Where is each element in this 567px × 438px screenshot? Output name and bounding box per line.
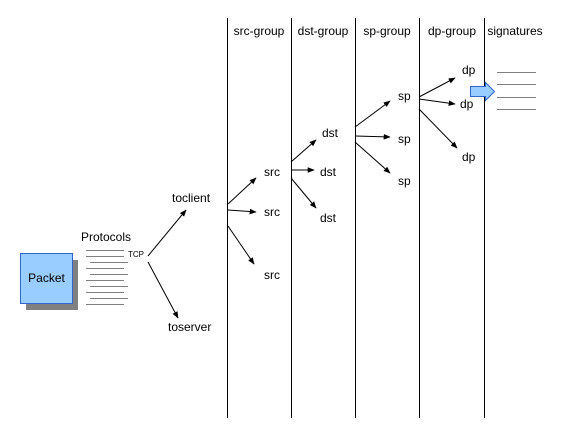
column-header-dp-group: dp-group bbox=[428, 24, 476, 38]
signature-match-arrow-icon bbox=[470, 81, 496, 102]
src-node: src bbox=[264, 205, 280, 219]
direction-arrows bbox=[147, 209, 187, 319]
packet-box: Packet bbox=[20, 253, 78, 310]
dst-arrows bbox=[290, 139, 317, 209]
toserver-label: toserver bbox=[168, 320, 211, 334]
sp-node: sp bbox=[398, 174, 411, 188]
dst-nodes: dst dst dst bbox=[320, 126, 339, 225]
arrow-tcp-to-toserver bbox=[147, 261, 179, 319]
toclient-label: toclient bbox=[172, 191, 211, 205]
dp-arrows bbox=[418, 77, 458, 149]
sp-node: sp bbox=[398, 132, 411, 146]
arrow-to-sp-2 bbox=[354, 134, 391, 140]
column-header-sp-group: sp-group bbox=[363, 24, 411, 38]
column-header-signatures: signatures bbox=[487, 24, 542, 38]
column-header-dst-group: dst-group bbox=[298, 24, 349, 38]
sp-node: sp bbox=[398, 89, 411, 103]
src-node: src bbox=[264, 165, 280, 179]
arrow-to-dp-3 bbox=[418, 108, 458, 149]
dp-node: dp bbox=[460, 97, 474, 111]
arrow-to-dst-1 bbox=[290, 139, 317, 163]
arrow-to-sp-1 bbox=[354, 100, 391, 128]
arrow-to-src-3 bbox=[227, 225, 255, 265]
arrow-tcp-to-toclient bbox=[147, 209, 187, 257]
dp-node: dp bbox=[462, 63, 476, 77]
arrow-to-dp-1 bbox=[418, 77, 456, 98]
src-node: src bbox=[264, 268, 280, 282]
dst-node: dst bbox=[320, 211, 337, 225]
packet-label: Packet bbox=[28, 271, 65, 285]
sp-nodes: sp sp sp bbox=[398, 89, 411, 188]
protocol-tcp-label: TCP bbox=[128, 250, 144, 259]
dp-node: dp bbox=[462, 150, 476, 164]
arrow-to-dst-3 bbox=[290, 177, 317, 209]
dst-node: dst bbox=[322, 126, 339, 140]
arrow-to-src-2 bbox=[227, 208, 257, 215]
packet-body bbox=[20, 253, 73, 304]
sp-arrows bbox=[354, 100, 391, 174]
signatures-list bbox=[497, 72, 536, 110]
protocols-label: Protocols bbox=[81, 230, 131, 244]
protocols-list bbox=[86, 250, 128, 305]
column-header-src-group: src-group bbox=[234, 24, 285, 38]
column-dividers bbox=[227, 18, 485, 418]
arrow-to-dp-2 bbox=[418, 98, 456, 106]
arrow-to-src-1 bbox=[227, 177, 257, 205]
dp-nodes: dp dp dp bbox=[460, 63, 476, 164]
column-headers: src-group dst-group sp-group dp-group si… bbox=[234, 24, 543, 38]
src-arrows bbox=[227, 177, 257, 265]
arrow-to-sp-3 bbox=[354, 141, 391, 174]
dst-node: dst bbox=[320, 165, 337, 179]
src-nodes: src src src bbox=[264, 165, 280, 282]
